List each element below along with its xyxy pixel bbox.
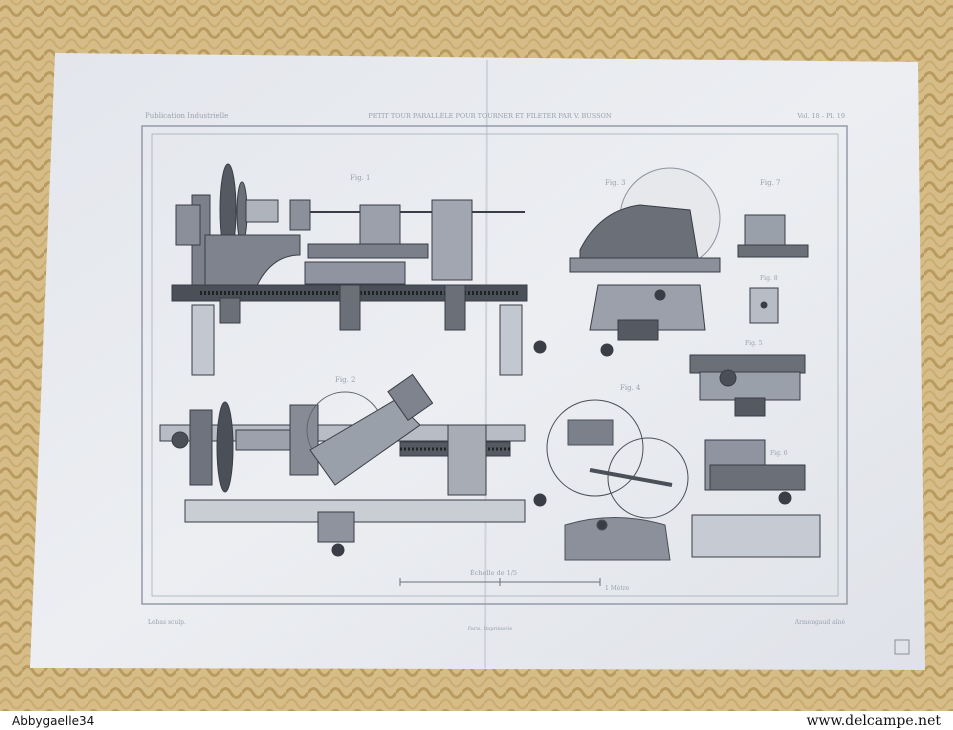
scale-bar bbox=[399, 578, 601, 586]
fig-3-label: Fig. 3 bbox=[605, 179, 625, 187]
figure-7-tool-post bbox=[737, 214, 809, 258]
figure-8-plate bbox=[749, 287, 779, 324]
center-fold bbox=[484, 59, 488, 669]
fig-8-label: Fig. 8 bbox=[760, 275, 778, 282]
figure-5-carriage bbox=[689, 354, 806, 417]
outer-frame bbox=[141, 125, 848, 605]
inner-frame bbox=[151, 133, 839, 597]
fig-6-label: Fig. 6 bbox=[770, 450, 788, 457]
fig-5-label: Fig. 5 bbox=[745, 340, 763, 347]
seller-username: Abbygaelle34 bbox=[12, 713, 95, 728]
plate-photo: Publication Industrielle PETIT TOUR PARA… bbox=[0, 0, 953, 711]
fig-7-label: Fig. 7 bbox=[760, 179, 780, 187]
figure-3-section bbox=[569, 167, 721, 357]
figure-6-tailstock bbox=[691, 439, 821, 558]
plate-header-center: PETIT TOUR PARALLÈLE POUR TOURNER ET FIL… bbox=[368, 111, 611, 120]
fig-2-label: Fig. 2 bbox=[335, 376, 355, 384]
figure-4-gears bbox=[546, 399, 689, 561]
plate-header-right: Vol. 18 - Pl. 19 bbox=[796, 112, 845, 120]
fig-4-label: Fig. 4 bbox=[620, 384, 641, 392]
figure-2-lathe-plan bbox=[159, 373, 547, 557]
watermark-bar: Abbygaelle34 www.delcampe.net bbox=[0, 711, 953, 730]
plate-header-left: Publication Industrielle bbox=[145, 112, 228, 120]
figure-1-lathe-elevation bbox=[171, 163, 547, 376]
scale-label: Échelle de 1/5 bbox=[470, 568, 517, 577]
plate-footer-left: Lebas sculp. bbox=[148, 619, 186, 626]
plate-footer-right: Armengaud aîné bbox=[794, 619, 846, 626]
collector-stamp bbox=[894, 639, 910, 655]
site-url: www.delcampe.net bbox=[806, 712, 941, 729]
scale-units: 1 Mètre bbox=[605, 585, 630, 592]
plate-footer-center: Paris, Imprimerie bbox=[468, 626, 512, 632]
fig-1-label: Fig. 1 bbox=[350, 174, 370, 182]
